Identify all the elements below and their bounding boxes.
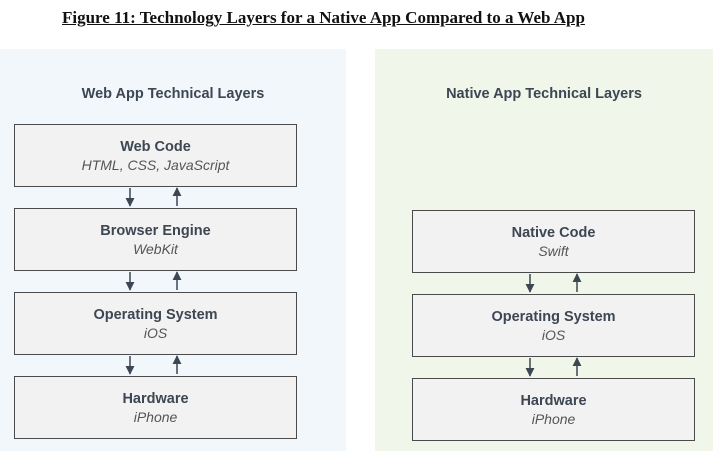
layer-name: Browser Engine (100, 223, 211, 239)
layer-detail: iPhone (531, 411, 576, 427)
layer-detail: Swift (538, 243, 569, 259)
native-layer-native-code: Native Code Swift (412, 210, 695, 273)
native-layer-hardware: Hardware iPhone (412, 378, 695, 441)
layer-detail: iPhone (133, 409, 178, 425)
layer-name: Operating System (491, 309, 616, 325)
web-panel-title: Web App Technical Layers (81, 86, 265, 102)
web-layer-operating-system: Operating System iOS (14, 292, 297, 355)
web-app-panel: Web App Technical Layers Web Code HTML, … (0, 49, 346, 451)
web-layer-web-code: Web Code HTML, CSS, JavaScript (14, 124, 297, 187)
figure-title: Figure 11: Technology Layers for a Nativ… (62, 8, 585, 27)
native-layer-operating-system: Operating System iOS (412, 294, 695, 357)
layer-name: Hardware (122, 391, 189, 407)
layer-detail: WebKit (133, 241, 178, 257)
layer-name: Hardware (520, 393, 587, 409)
native-panel-title: Native App Technical Layers (446, 86, 642, 102)
layer-name: Web Code (120, 139, 191, 155)
native-app-panel: Native App Technical Layers Native Code … (375, 49, 713, 451)
layer-name: Native Code (511, 225, 596, 241)
layer-detail: iOS (541, 327, 566, 343)
layer-name: Operating System (93, 307, 218, 323)
layer-detail: iOS (143, 325, 168, 341)
web-layer-hardware: Hardware iPhone (14, 376, 297, 439)
layer-detail: HTML, CSS, JavaScript (81, 157, 230, 173)
web-layer-browser-engine: Browser Engine WebKit (14, 208, 297, 271)
